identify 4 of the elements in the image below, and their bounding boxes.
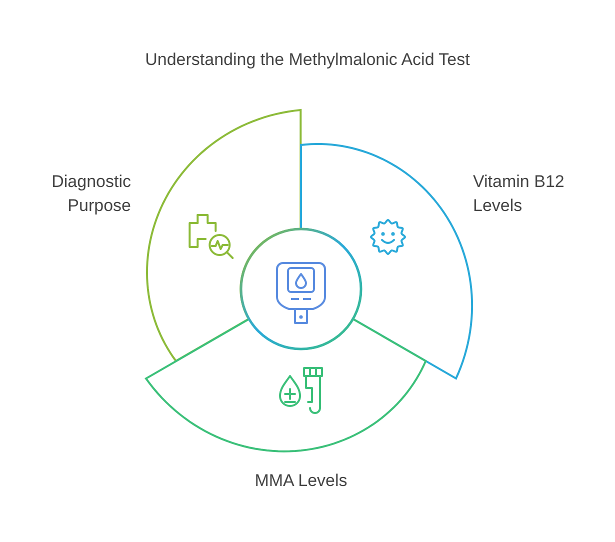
segment-label: Vitamin B12 Levels	[473, 170, 566, 217]
segment-label: MMA Levels	[254, 470, 348, 492]
segment-label: Diagnostic Purpose	[50, 171, 131, 217]
title: Understanding the Methylmalonic Acid Test	[144, 50, 471, 70]
